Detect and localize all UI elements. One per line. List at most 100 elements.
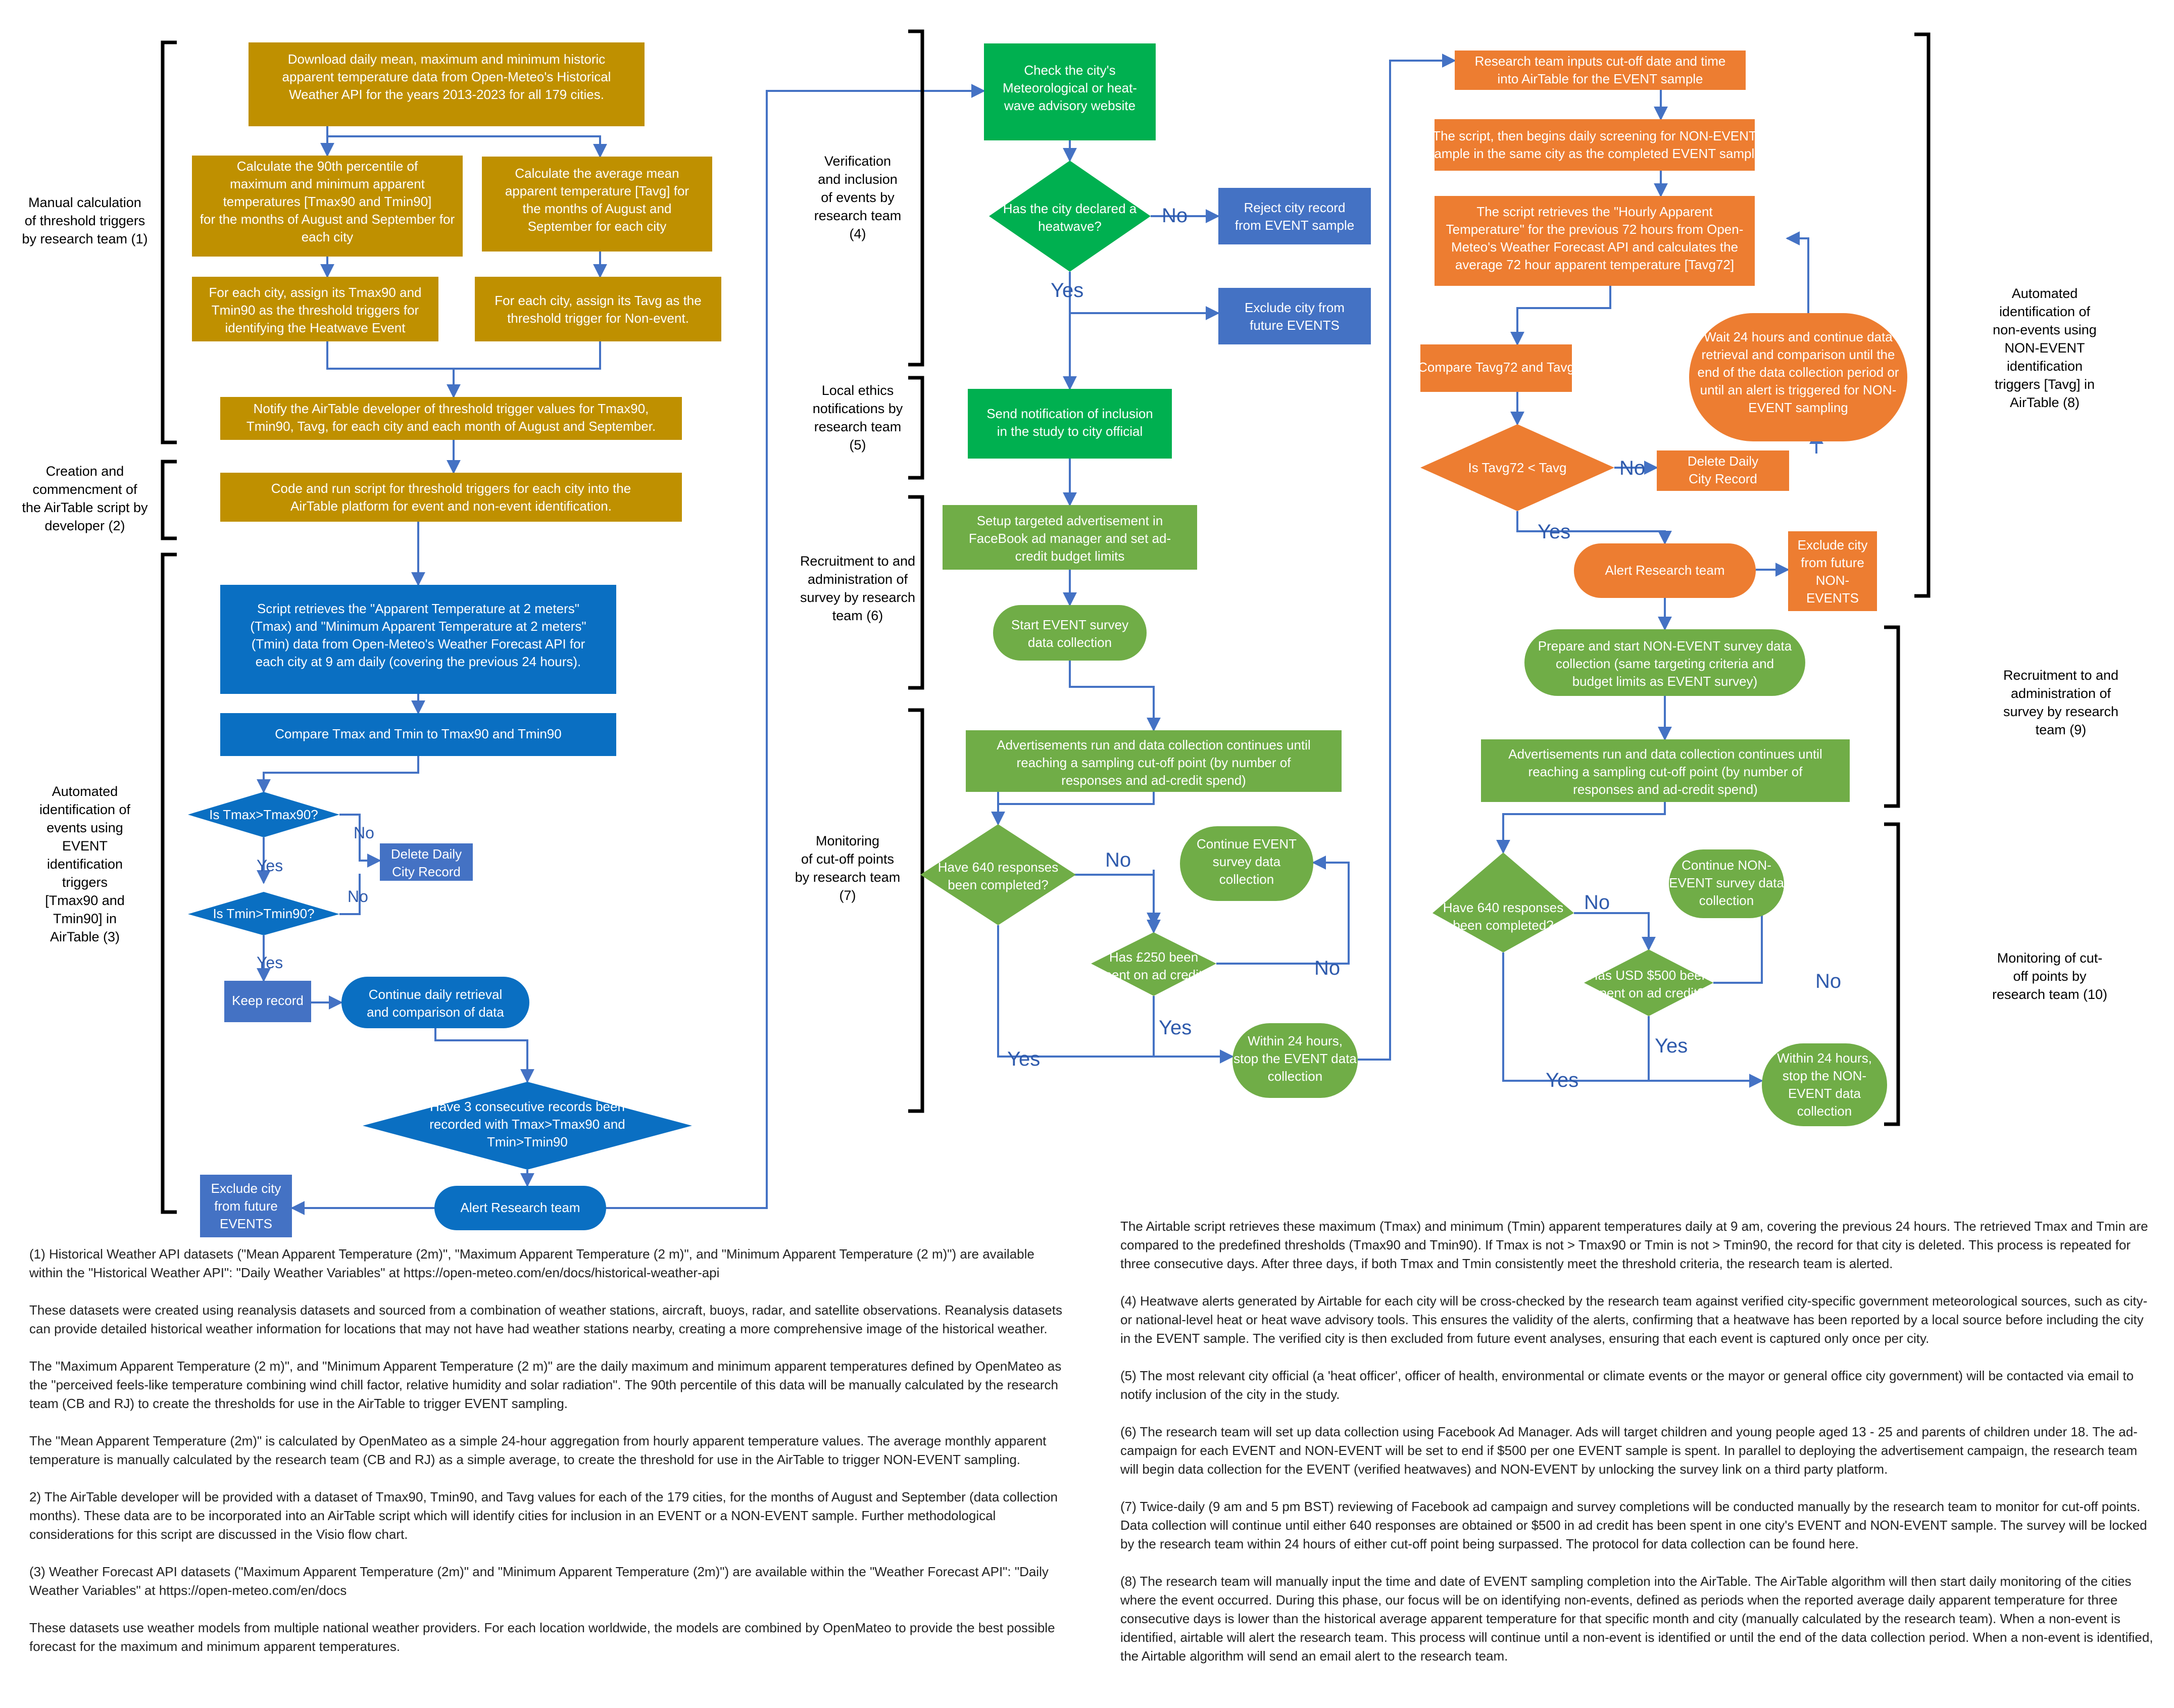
text-line: The script retrieves the "Hourly Apparen… (1476, 204, 1713, 219)
edge-label-no: No (1105, 849, 1131, 871)
text-line: City Record (392, 864, 461, 879)
text-line: Exclude city (1798, 537, 1868, 552)
svg-text:The script, then begins daily: The script, then begins daily screening … (1427, 128, 1761, 161)
edge (1358, 54, 1456, 1061)
text-line: data collection (1028, 635, 1112, 650)
notes-left: (1) Historical Weather API datasets ("Me… (29, 1245, 1065, 1656)
note-6: (6) The research team will set up data c… (1120, 1424, 2138, 1477)
text-line: Reject city record (1244, 200, 1346, 215)
edge (606, 84, 985, 1209)
text-line: responses and ad-credit spend) (1061, 773, 1246, 788)
edge (257, 756, 419, 793)
edge-label-no: No (1584, 891, 1610, 914)
text-line: Local ethics (822, 383, 894, 398)
text-line: collection (1699, 893, 1754, 908)
text-line: Verification (824, 154, 891, 169)
text-line: Have 3 consecutive records been (430, 1099, 625, 1114)
text-line: For each city, assign its Tmax90 and (209, 285, 421, 300)
text-line: Weather API for the years 2013-2023 for … (289, 87, 604, 102)
text-line: (5) (850, 437, 866, 453)
svg-text:Alert Research team: Alert Research team (461, 1200, 580, 1215)
text-line: Continue daily retrieval (369, 987, 502, 1002)
decision-tavg72: Is Tavg72 < Tavg (1420, 424, 1614, 511)
svg-text:The script retrieves the "Hou: The script retrieves the "Hourly Apparen… (1446, 204, 1744, 272)
text-line: retrieval and comparison until the (1702, 347, 1895, 362)
edge-label-yes: Yes (1546, 1069, 1578, 1091)
node-download: Download daily mean, maximum and minimum… (249, 42, 645, 126)
text-line: collection (1797, 1103, 1852, 1119)
text-line: threshold trigger for Non-event. (507, 311, 689, 326)
text-line: wave advisory website (1004, 98, 1135, 113)
text-line: of cut-off points (801, 851, 894, 867)
text-line: maximum and minimum apparent (230, 176, 425, 191)
text-line: and comparison of data (367, 1004, 504, 1020)
text-line: EVENT survey data (1669, 875, 1784, 890)
text-line: AirTable platform for event and non-even… (290, 498, 612, 514)
text-line: Delete Daily (1688, 454, 1758, 469)
text-line: Temperature" for the previous 72 hours f… (1446, 222, 1744, 237)
edge (1070, 874, 1155, 929)
section-bracket (1884, 625, 1900, 808)
text-line: administration of (2011, 686, 2111, 701)
text-line: identification of (39, 802, 131, 817)
edge (339, 874, 361, 915)
node-ads-run-nonevent: Advertisements run and data collection c… (1481, 739, 1850, 802)
node-begin-screening: The script, then begins daily screening … (1427, 119, 1762, 171)
text-line: been completed? (948, 877, 1048, 892)
edge (1510, 286, 1611, 346)
edge (326, 341, 461, 398)
text-line: by research team (1) (22, 231, 147, 246)
note-5: (5) The most relevant city official (a '… (1120, 1368, 2134, 1402)
note-3-models: These datasets use weather models from m… (29, 1620, 1055, 1654)
text-line: stop the NON- (1783, 1068, 1866, 1083)
decision-tmax: Is Tmax>Tmax90? (188, 792, 339, 837)
text-line: Tmin90 as the threshold triggers for (212, 303, 419, 318)
text-line: for the months of August and September f… (200, 212, 455, 227)
text-line: Alert Research team (461, 1200, 580, 1215)
notes-right: The Airtable script retrieves these maxi… (1120, 1217, 2156, 1666)
edge (1496, 802, 1666, 854)
text-line: Continue NON- (1682, 858, 1771, 873)
text-line: Tmin90, Tavg, for each city and each mon… (246, 419, 656, 434)
text-line: Monitoring (816, 833, 879, 848)
text-line: by research team (795, 870, 901, 885)
edge (997, 925, 1234, 1064)
text-line: Tmin>Tmin90 (487, 1134, 568, 1149)
text-line: survey data (1213, 854, 1281, 869)
text-line: NON- (1816, 573, 1849, 588)
text-line: collection (1268, 1069, 1322, 1084)
text-line: (Tmin) data from Open-Meteo's Weather Fo… (252, 636, 585, 651)
text-line: off points by (2013, 969, 2087, 984)
node-code-script: Code and run script for threshold trigge… (220, 473, 682, 522)
text-line: temperatures [Tmax90 and Tmin90] (223, 194, 432, 209)
node-continue-retrieval: Continue daily retrieval and comparison o… (341, 977, 529, 1028)
text-line: Notify the AirTable developer of thresho… (254, 401, 649, 416)
text-line: events using (46, 820, 123, 835)
text-line: Manual calculation (28, 195, 141, 210)
note-7: (7) Twice-daily (9 am and 5 pm BST) revi… (1120, 1499, 2147, 1551)
text-line: Prepare and start NON-EVENT survey data (1538, 638, 1792, 654)
edge-label-no: No (1314, 957, 1340, 979)
svg-text:Within 24 hours,stop the EVENT: Within 24 hours,stop the EVENT datacolle… (1233, 1033, 1357, 1084)
text-line: Check the city's (1024, 63, 1115, 78)
edge (1786, 231, 1809, 313)
text-line: research team (10) (1992, 987, 2107, 1002)
text-line: non-events using (1993, 322, 2097, 337)
text-line: collection (1219, 872, 1274, 887)
text-line: from EVENT sample (1235, 218, 1354, 233)
text-line: future EVENTS (1250, 318, 1340, 333)
